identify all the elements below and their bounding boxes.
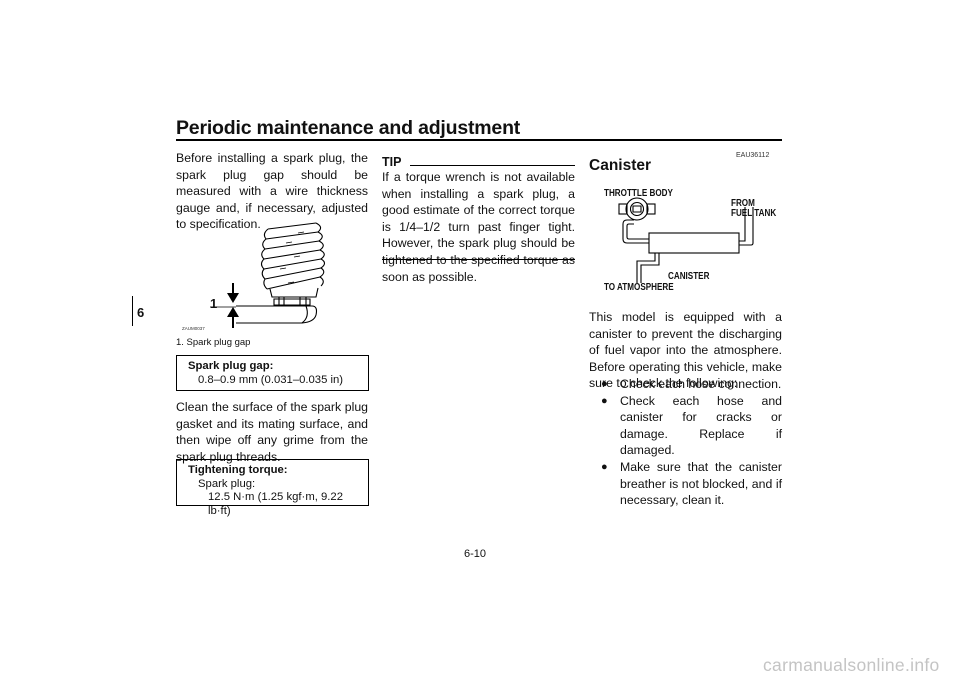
- header-divider: [176, 139, 782, 141]
- canister-intro-text: This model is equipped with a canister t…: [589, 310, 782, 391]
- tip-heading: TIP: [382, 155, 402, 169]
- spark-plug-gap-box: Spark plug gap: 0.8–0.9 mm (0.031–0.035 …: [176, 355, 369, 391]
- spark-plug-intro-text: Before installing a spark plug, the spar…: [176, 151, 368, 232]
- label-throttle-body: THROTTLE BODY: [604, 188, 673, 199]
- torque-box-label: Tightening torque:: [188, 464, 288, 476]
- list-item: ●Check each hose connection.: [601, 377, 782, 391]
- bullet-icon: ●: [601, 378, 608, 390]
- list-item: ●Make sure that the canister breather is…: [601, 459, 782, 508]
- tip-top-rule: [410, 165, 575, 166]
- canister-diagram: [618, 197, 754, 283]
- canister-checklist: ●Check each hose connection. ●Check each…: [600, 376, 782, 509]
- spark-plug-illustration: [210, 222, 326, 328]
- chapter-tab-bar: [132, 296, 133, 326]
- label-canister: CANISTER: [668, 271, 710, 282]
- label-to-atmosphere: TO ATMOSPHERE: [604, 282, 674, 293]
- clean-surface-text: Clean the surface of the spark plug gask…: [176, 400, 368, 464]
- bullet-icon: ●: [601, 460, 608, 473]
- page-title: Periodic maintenance and adjustment: [176, 117, 521, 139]
- canister-heading: Canister: [589, 157, 652, 174]
- figure-callout-1: 1: [210, 296, 218, 311]
- watermark[interactable]: carmanualsonline.info: [763, 655, 940, 675]
- page-number: 6-10: [464, 548, 487, 560]
- label-fuel-tank: FUEL TANK: [731, 208, 777, 219]
- section-code: EAU36112: [736, 152, 770, 159]
- gap-box-label: Spark plug gap:: [188, 360, 274, 372]
- chapter-number: 6: [137, 305, 145, 320]
- tip-text: If a torque wrench is not available when…: [382, 170, 575, 284]
- tightening-torque-box: Tightening torque: Spark plug: 12.5 N·m …: [176, 459, 369, 517]
- tip-bottom-rule: [382, 259, 575, 260]
- torque-box-value: 12.5 N·m (1.25 kgf·m, 9.22 lb·ft): [208, 491, 343, 517]
- label-from: FROM: [731, 198, 755, 209]
- gap-box-value: 0.8–0.9 mm (0.031–0.035 in): [198, 373, 344, 386]
- figure-caption: 1. Spark plug gap: [176, 337, 251, 348]
- figure-code: ZAUM0037: [182, 326, 205, 331]
- torque-box-item: Spark plug:: [198, 477, 256, 490]
- list-item: ●Check each hose and canister for cracks…: [601, 393, 782, 458]
- bullet-icon: ●: [601, 394, 608, 407]
